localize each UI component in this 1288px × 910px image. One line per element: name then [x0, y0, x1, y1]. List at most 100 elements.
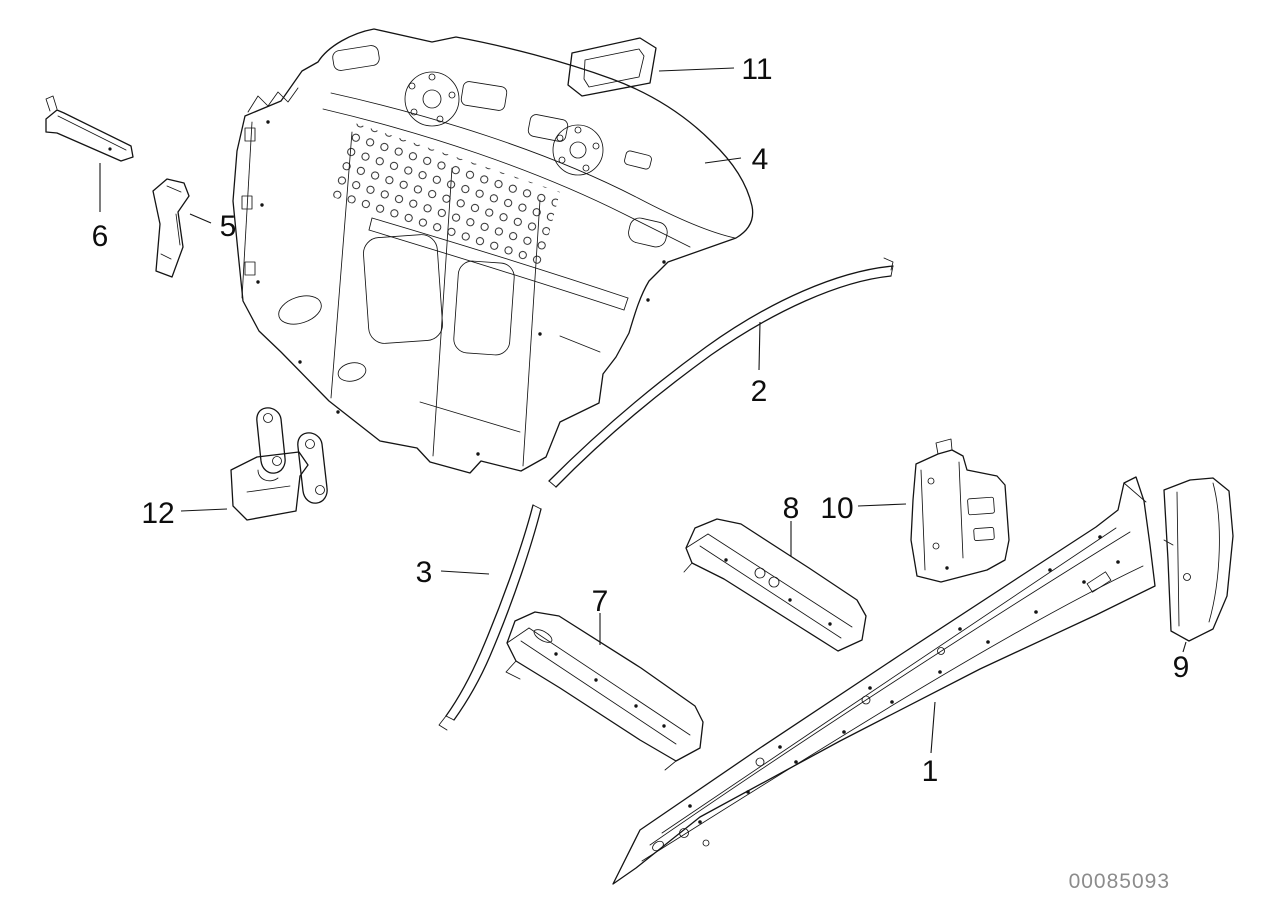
callout-4-leader [704, 157, 742, 164]
callout-7: 7 [592, 585, 608, 645]
channel-line [520, 640, 677, 745]
spot-welds-lower [698, 560, 1120, 824]
end-hook [45, 95, 58, 112]
callout-6: 6 [92, 163, 108, 253]
hole-2 [702, 839, 710, 847]
callout-10: 10 [820, 492, 907, 525]
slot [533, 629, 553, 643]
callout-5: 5 [189, 210, 236, 243]
spot-welds [554, 652, 666, 728]
fold-line [166, 185, 182, 193]
bracket-body [230, 451, 309, 521]
end-cap-right [890, 265, 894, 277]
callout-4-number: 4 [752, 143, 769, 176]
part-7-crossmember [505, 611, 704, 771]
mid-seam [559, 335, 601, 353]
callout-11: 11 [658, 53, 773, 86]
hole [679, 828, 689, 838]
end-tab [883, 257, 894, 271]
bulkhead-ribs [241, 121, 541, 467]
fold-line-2 [175, 213, 181, 246]
callout-11-leader [658, 67, 735, 72]
fin-line [1123, 482, 1147, 503]
channel-line-2 [528, 627, 691, 736]
opening [967, 496, 995, 516]
callout-2: 2 [751, 321, 767, 408]
speaker-cutout-right [552, 124, 604, 176]
speaker-cutout-left [404, 71, 460, 127]
callout-1-number: 1 [922, 755, 939, 788]
hole [1183, 573, 1191, 581]
shelf-front-edge [330, 92, 736, 239]
end-cap-top [532, 504, 542, 510]
fold-line-2 [958, 461, 964, 559]
reinforcement-bar [368, 217, 629, 311]
part-outline [1163, 477, 1234, 642]
spot-weld [945, 566, 949, 570]
callout-3: 3 [416, 556, 490, 589]
callout-9-leader [1182, 641, 1187, 653]
end-foot [438, 715, 448, 731]
edge-line [57, 115, 127, 151]
doc-number: 00085093 [1069, 870, 1170, 893]
part-11-shelf-plate [567, 37, 657, 97]
callout-5-leader [189, 213, 212, 224]
spot-welds [724, 558, 832, 626]
part-outline [612, 476, 1156, 885]
left-tab [505, 660, 521, 680]
left-flange [685, 533, 709, 549]
part-6-bracket-strip [45, 95, 134, 162]
callout-1-leader [930, 701, 936, 754]
hole-2 [768, 576, 780, 588]
opening-2 [973, 527, 995, 541]
callout-12-number: 12 [141, 497, 174, 530]
strip-edge-upper [445, 504, 534, 717]
callout-11-number: 11 [741, 53, 772, 86]
part-9-side-panel [1163, 477, 1234, 642]
channel-line [699, 545, 842, 639]
end-cap-left [548, 480, 557, 488]
left-edge-brackets [241, 127, 256, 276]
callout-12: 12 [141, 497, 228, 530]
top-left-flange-zigzag [247, 87, 299, 113]
callout-12-leader [180, 508, 228, 512]
hole [754, 567, 766, 579]
shelf-cutouts [332, 45, 668, 248]
curve-line [1208, 482, 1220, 623]
spot-weld [108, 147, 112, 151]
callout-3-leader [440, 570, 490, 575]
top-tab [935, 438, 953, 455]
strip-edge-upper [548, 265, 894, 482]
part-outline [910, 449, 1010, 583]
part-outline [685, 518, 867, 652]
fold-line [920, 469, 926, 571]
fold-line [246, 485, 291, 493]
left-flange [506, 627, 530, 644]
callout-8-number: 8 [783, 492, 800, 525]
channel-line-2 [707, 533, 853, 628]
perforation-area [330, 122, 560, 268]
hole-5 [937, 647, 945, 655]
part-2-trim-strip [548, 257, 894, 488]
right-tab [664, 760, 677, 771]
fold-line [1176, 491, 1180, 627]
strip-edge-lower [555, 275, 892, 488]
opening [1086, 571, 1112, 593]
left-tab [683, 562, 693, 573]
part-outline [45, 109, 134, 162]
hole [927, 477, 935, 485]
notch [160, 253, 172, 260]
part-1-rocker-panel [612, 476, 1156, 885]
part-3-trim-strip [438, 504, 542, 731]
callout-4: 4 [704, 143, 769, 176]
callout-9-number: 9 [1173, 651, 1190, 684]
strap-b [297, 432, 328, 504]
part-12-support-brackets [230, 407, 328, 521]
callout-1: 1 [922, 701, 939, 788]
callout-3-number: 3 [416, 556, 433, 589]
part-outline [232, 28, 754, 474]
bulkhead-openings [278, 234, 515, 382]
part-5-bracket [152, 178, 190, 278]
